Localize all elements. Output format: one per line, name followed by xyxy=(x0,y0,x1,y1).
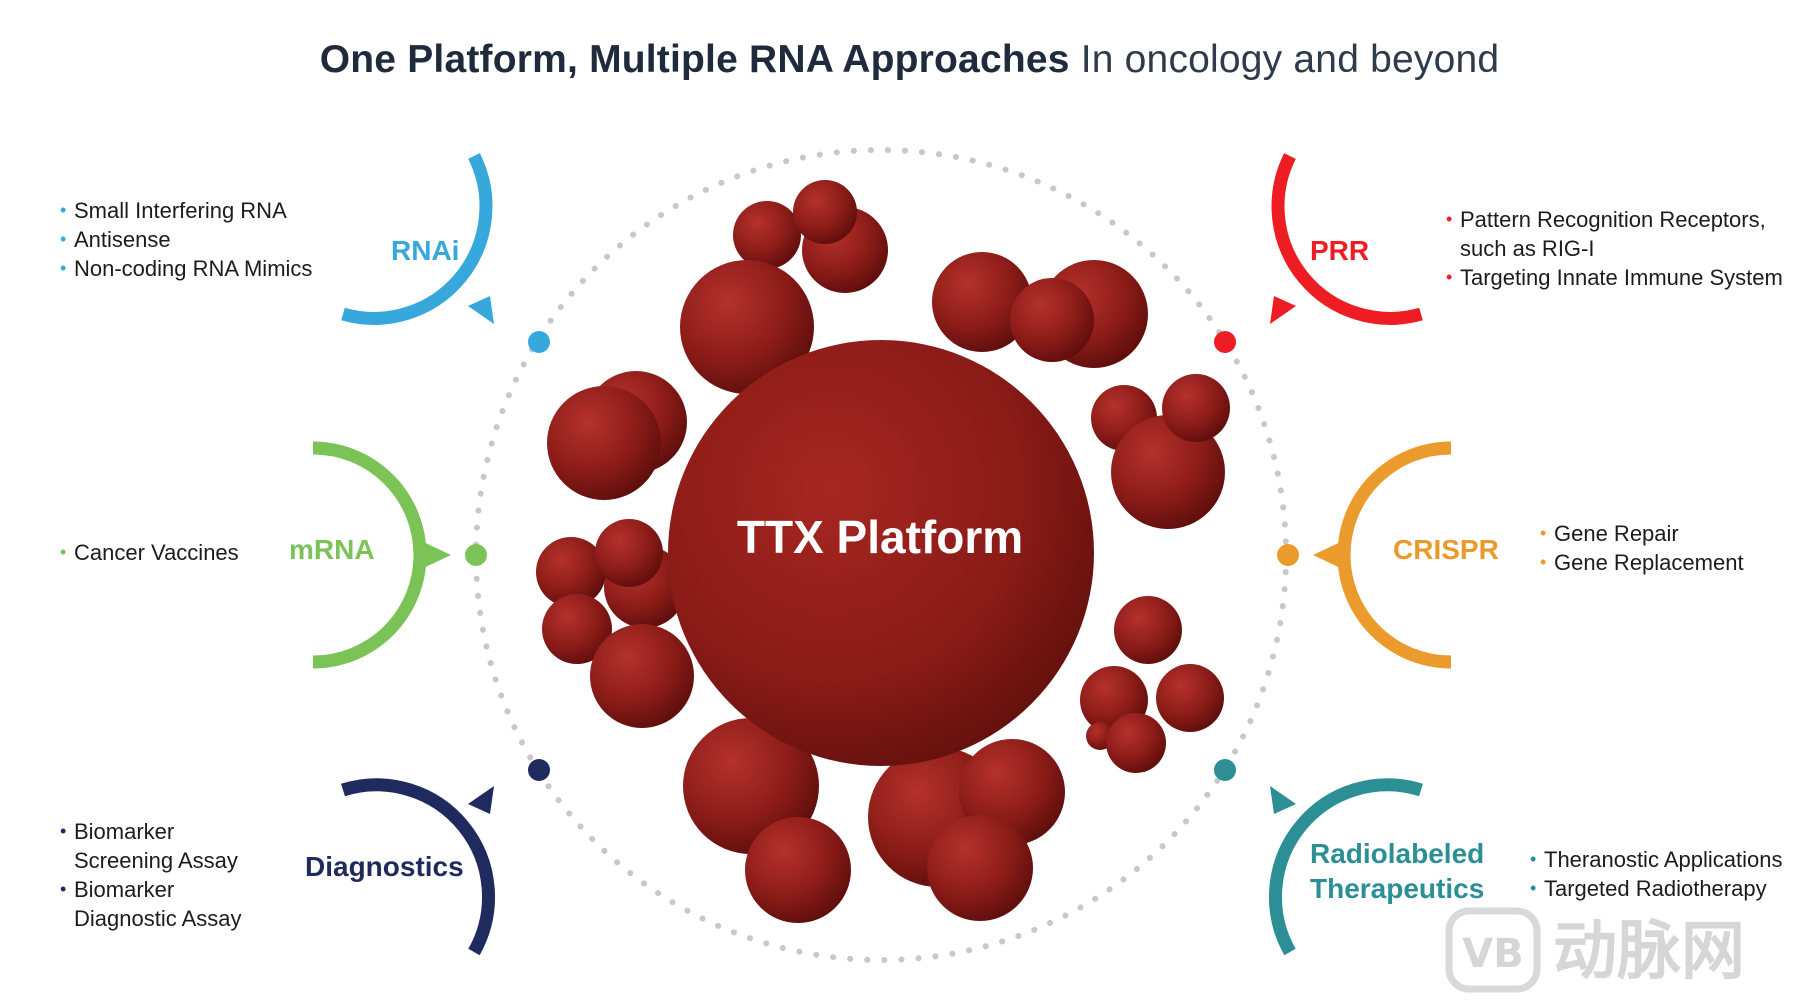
rnai-label: RNAi xyxy=(391,235,460,266)
crispr-label: CRISPR xyxy=(1393,534,1499,565)
watermark-text: 动脉网 xyxy=(1553,915,1745,989)
sphere-cluster xyxy=(536,180,1230,923)
list-item: •Gene Repair xyxy=(1540,521,1679,546)
crispr-arc-icon xyxy=(1313,441,1452,669)
radiolabeled-label: Radiolabeled Therapeutics xyxy=(1310,836,1484,906)
ttx-platform-sphere xyxy=(668,340,1094,766)
list-item: •Antisense xyxy=(60,227,171,252)
rnai-orbit-dot xyxy=(528,331,550,353)
rnai-bullet-list: •Small Interfering RNA •Antisense •Non-c… xyxy=(60,196,312,283)
list-item: •Biomarker xyxy=(60,819,175,844)
crispr-bullet-list: •Gene Repair •Gene Replacement xyxy=(1540,519,1744,577)
prr-bullet-list: •Pattern Recognition Receptors, such as … xyxy=(1446,205,1783,292)
mrna-arc-icon xyxy=(312,441,451,669)
diagnostics-arc-icon xyxy=(341,778,495,956)
list-item: •Targeted Radiotherapy xyxy=(1530,876,1767,901)
list-item: •Theranostic Applications xyxy=(1530,847,1783,872)
rnai-arc-icon xyxy=(341,153,494,325)
page-title: One Platform, Multiple RNA Approaches In… xyxy=(0,38,1819,82)
list-item: •Gene Replacement xyxy=(1540,550,1744,575)
radiolabeled-label-line1: Radiolabeled xyxy=(1310,838,1485,869)
prr-label: PRR xyxy=(1310,235,1370,266)
title-subtitle: In oncology and beyond xyxy=(1080,38,1500,81)
list-item-continuation: Screening Assay xyxy=(74,848,238,873)
list-item: •Targeting Innate Immune System xyxy=(1446,265,1783,290)
watermark-mark: VB xyxy=(1462,931,1523,977)
list-item: •Non-coding RNA Mimics xyxy=(60,256,313,281)
radiolabeled-arc-icon xyxy=(1269,778,1423,956)
crispr-orbit-dot xyxy=(1277,544,1299,566)
watermark-logo-icon: VB 动脉网 xyxy=(1445,907,1745,993)
mrna-label: mRNA xyxy=(289,534,375,565)
list-item: •Small Interfering RNA xyxy=(60,198,287,223)
list-item-continuation: such as RIG-I xyxy=(1460,236,1595,261)
radiolabeled-bullet-list: •Theranostic Applications •Targeted Radi… xyxy=(1530,845,1782,903)
prr-arc-icon xyxy=(1270,153,1423,325)
mrna-orbit-dot xyxy=(465,544,487,566)
list-item-continuation: Diagnostic Assay xyxy=(74,906,242,931)
mrna-bullet-list: •Cancer Vaccines xyxy=(60,538,239,567)
diagnostics-label: Diagnostics xyxy=(305,851,464,882)
list-item: •Pattern Recognition Receptors, xyxy=(1446,207,1766,232)
radiolabeled-label-line2: Therapeutics xyxy=(1310,873,1485,904)
center-platform-label: TTX Platform xyxy=(736,511,1024,563)
diagnostics-bullet-list: •Biomarker Screening Assay •Biomarker Di… xyxy=(60,817,242,933)
radiolabeled-orbit-dot xyxy=(1214,759,1236,781)
list-item: •Cancer Vaccines xyxy=(60,540,239,565)
diagnostics-orbit-dot xyxy=(528,759,550,781)
title-bold: One Platform, Multiple RNA Approaches xyxy=(319,38,1070,81)
prr-orbit-dot xyxy=(1214,331,1236,353)
list-item: •Biomarker xyxy=(60,877,175,902)
